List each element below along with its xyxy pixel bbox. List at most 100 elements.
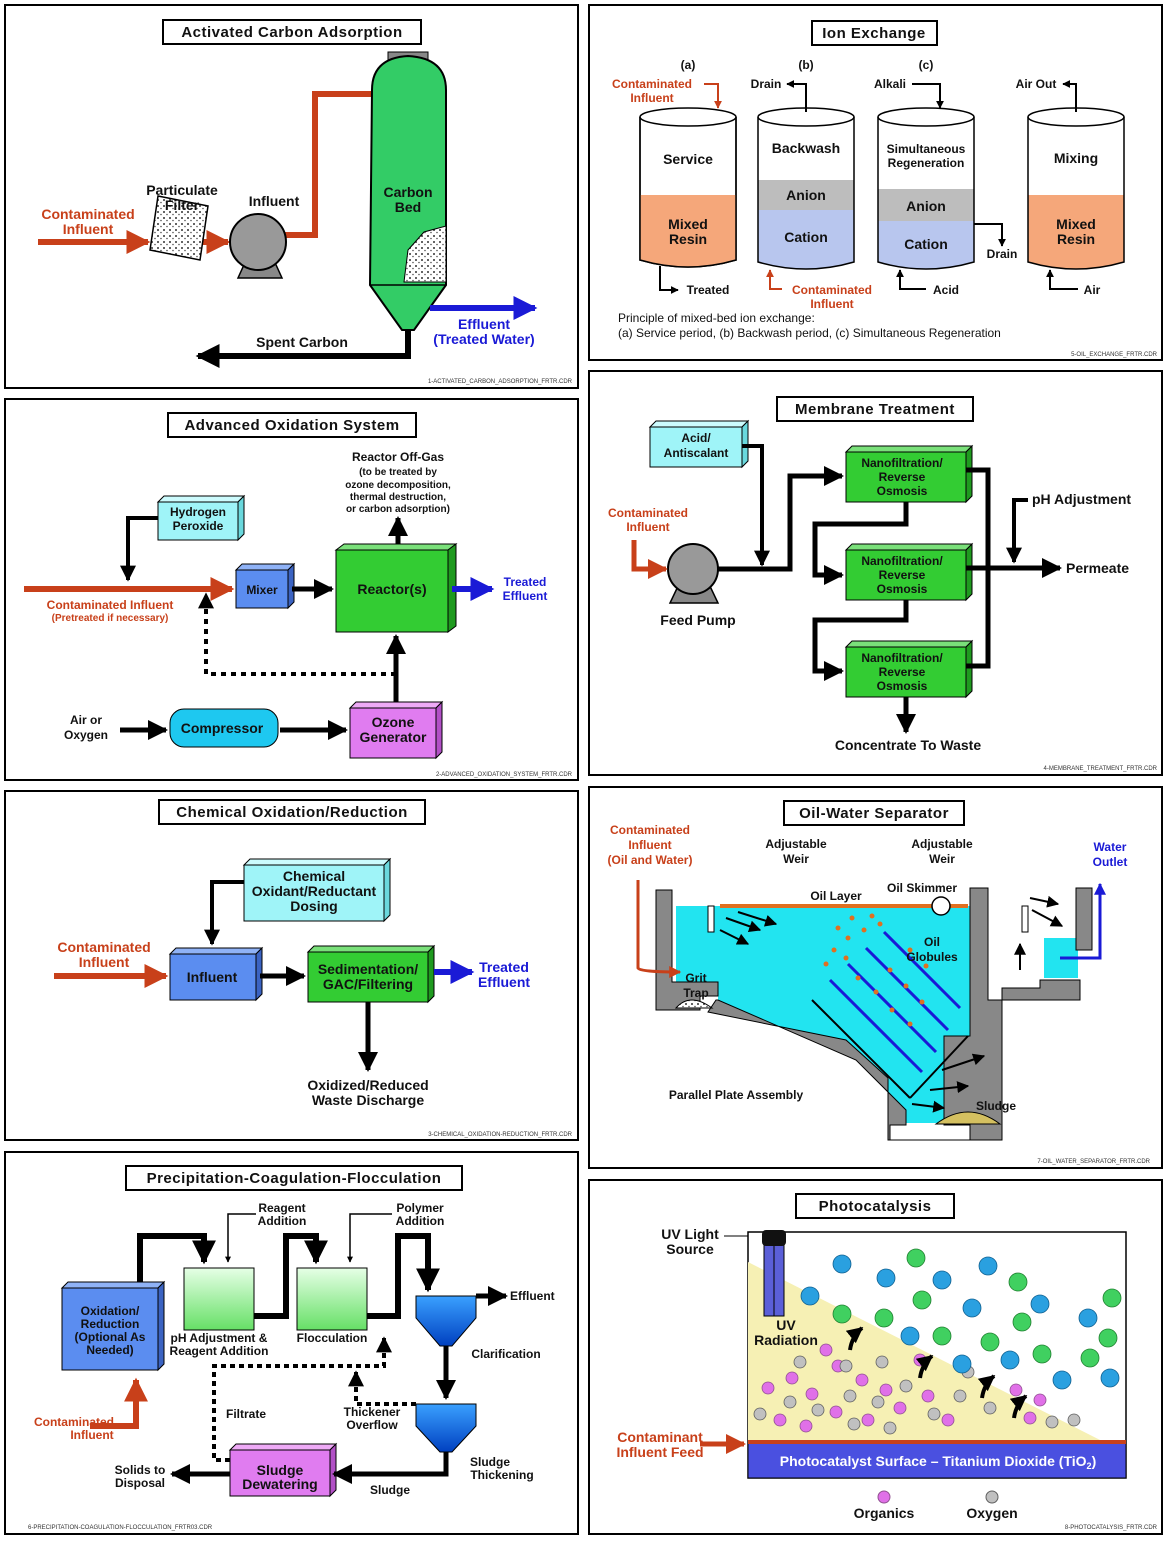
influent-box	[168, 946, 264, 1002]
svg-text:(b): (b)	[798, 58, 813, 72]
svg-text:Chemical: Chemical	[283, 868, 345, 884]
ph-tank	[183, 1267, 255, 1331]
nanofiltration-box-1	[844, 444, 974, 504]
svg-text:Sludge: Sludge	[370, 1483, 410, 1497]
panel-ion-exchange: Ion Exchange (a) (b) (c)	[588, 4, 1163, 361]
svg-text:thermal destruction,: thermal destruction,	[350, 492, 446, 503]
svg-text:5-OIL_EXCHANGE_FRTR.CDR: 5-OIL_EXCHANGE_FRTR.CDR	[1071, 352, 1158, 358]
svg-text:Influent: Influent	[810, 297, 853, 311]
svg-text:Influent Feed: Influent Feed	[616, 1444, 703, 1460]
svg-text:Regeneration: Regeneration	[888, 156, 965, 170]
svg-text:Hydrogen: Hydrogen	[170, 505, 226, 519]
svg-text:Trap: Trap	[683, 986, 708, 1000]
svg-text:Antiscalant: Antiscalant	[664, 446, 729, 460]
tank-backwash	[757, 107, 855, 270]
svg-text:Oil Layer: Oil Layer	[810, 889, 862, 903]
pump-icon	[229, 213, 287, 271]
svg-text:8-PHOTOCATALYSIS_FRTR.CDR: 8-PHOTOCATALYSIS_FRTR.CDR	[1065, 1525, 1158, 1531]
svg-text:Clarification: Clarification	[471, 1347, 540, 1361]
photocatalyst-surface	[747, 1441, 1127, 1479]
svg-text:Photocatalysis: Photocatalysis	[819, 1198, 932, 1215]
svg-text:Resin: Resin	[669, 231, 707, 247]
feed-pump-icon	[667, 543, 719, 595]
svg-text:Influent: Influent	[249, 193, 300, 209]
oil-skimmer-icon	[931, 896, 951, 916]
svg-text:(Optional As: (Optional As	[75, 1330, 146, 1344]
svg-text:Contaminant: Contaminant	[617, 1429, 703, 1445]
sludge-pile	[934, 1111, 1002, 1125]
panel-activated-carbon: Activated Carbon Adsorption Contaminated…	[4, 4, 579, 389]
svg-text:Contaminated: Contaminated	[41, 206, 134, 222]
svg-text:Oxidant/Reductant: Oxidant/Reductant	[252, 883, 377, 899]
legend-oxygen-marker	[985, 1490, 999, 1504]
panel-precipitation: Precipitation-Coagulation-Flocculation R…	[4, 1151, 579, 1535]
surface-label: Photocatalyst Surface – Titanium Dioxide…	[780, 1453, 1096, 1471]
svg-text:Reactor(s): Reactor(s)	[357, 581, 426, 597]
svg-text:Thickening: Thickening	[470, 1468, 533, 1482]
svg-text:3-CHEMICAL_OXIDATION-REDUCTION: 3-CHEMICAL_OXIDATION-REDUCTION_FRTR.CDR	[428, 1132, 572, 1138]
panel-chemical-oxidation: Chemical Oxidation/Reduction Chemical Ox…	[4, 790, 579, 1141]
tank-mixing	[1027, 107, 1125, 270]
oxygen-particles	[753, 1355, 1081, 1435]
svg-text:Ion Exchange: Ion Exchange	[822, 25, 926, 42]
svg-text:(Oil and Water): (Oil and Water)	[608, 853, 693, 867]
svg-text:Sludge: Sludge	[976, 1099, 1016, 1113]
dosing-box	[242, 857, 392, 923]
svg-text:Ozone: Ozone	[372, 714, 415, 730]
svg-text:(Pretreated if necessary): (Pretreated if necessary)	[52, 613, 169, 624]
panel-photocatalysis: Photocatalysis	[588, 1179, 1163, 1535]
svg-text:Carbon: Carbon	[384, 184, 433, 200]
svg-text:Advanced Oxidation System: Advanced Oxidation System	[184, 417, 399, 434]
svg-text:Contaminated: Contaminated	[610, 823, 690, 837]
svg-text:Spent Carbon: Spent Carbon	[256, 334, 348, 350]
svg-text:Flocculation: Flocculation	[297, 1331, 368, 1345]
svg-text:(c): (c)	[919, 58, 934, 72]
svg-text:UV Light: UV Light	[661, 1226, 719, 1242]
svg-text:Mixing: Mixing	[1054, 150, 1098, 166]
ozone-generator-box	[348, 700, 444, 760]
svg-text:Thickener: Thickener	[344, 1405, 401, 1419]
svg-text:pH Adjustment: pH Adjustment	[1032, 491, 1131, 507]
svg-text:Radiation: Radiation	[754, 1332, 818, 1348]
svg-text:Influent: Influent	[630, 91, 673, 105]
svg-text:pH Adjustment &: pH Adjustment &	[171, 1331, 268, 1345]
svg-text:Globules: Globules	[906, 950, 958, 964]
svg-text:Cation: Cation	[904, 236, 948, 252]
svg-text:Polymer: Polymer	[396, 1201, 444, 1215]
hydrogen-peroxide-box	[156, 494, 246, 542]
svg-text:ozone decomposition,: ozone decomposition,	[345, 480, 451, 491]
svg-text:7-OIL_WATER_SEPARATOR_FRTR.CDR: 7-OIL_WATER_SEPARATOR_FRTR.CDR	[1037, 1159, 1150, 1165]
svg-text:Contaminated: Contaminated	[34, 1415, 114, 1429]
svg-text:Generator: Generator	[360, 729, 427, 745]
svg-text:Air Out: Air Out	[1016, 77, 1057, 91]
svg-text:2-ADVANCED_OXIDATION_SYSTEM_FR: 2-ADVANCED_OXIDATION_SYSTEM_FRTR.CDR	[436, 772, 573, 778]
mixer-box	[234, 562, 296, 610]
svg-text:Waste Discharge: Waste Discharge	[312, 1092, 425, 1108]
svg-text:Disposal: Disposal	[115, 1476, 165, 1490]
svg-text:Membrane Treatment: Membrane Treatment	[795, 401, 955, 418]
svg-text:Filtrate: Filtrate	[226, 1407, 266, 1421]
svg-text:Anion: Anion	[906, 198, 946, 214]
svg-text:Resin: Resin	[1057, 231, 1095, 247]
svg-text:Oil Skimmer: Oil Skimmer	[887, 881, 957, 895]
svg-text:Reduction: Reduction	[81, 1317, 140, 1331]
svg-text:Particulate: Particulate	[146, 182, 218, 198]
svg-text:Adjustable: Adjustable	[765, 837, 827, 851]
svg-text:Oxygen: Oxygen	[64, 728, 108, 742]
svg-text:Influent: Influent	[70, 1428, 113, 1442]
svg-text:Treated: Treated	[479, 959, 529, 975]
svg-text:Effluent: Effluent	[503, 589, 548, 603]
svg-text:Filter: Filter	[165, 197, 200, 213]
svg-text:Influent: Influent	[187, 969, 238, 985]
svg-text:Effluent: Effluent	[510, 1289, 555, 1303]
svg-text:Service: Service	[663, 151, 713, 167]
svg-text:Cation: Cation	[784, 229, 828, 245]
svg-text:Influent: Influent	[626, 520, 669, 534]
svg-text:Precipitation-Coagulation-Floc: Precipitation-Coagulation-Flocculation	[147, 1170, 442, 1187]
tank-regeneration	[877, 107, 975, 270]
svg-text:Peroxide: Peroxide	[173, 519, 224, 533]
svg-text:Treated: Treated	[687, 283, 730, 297]
svg-text:Dosing: Dosing	[290, 898, 337, 914]
svg-text:Addition: Addition	[258, 1214, 307, 1228]
